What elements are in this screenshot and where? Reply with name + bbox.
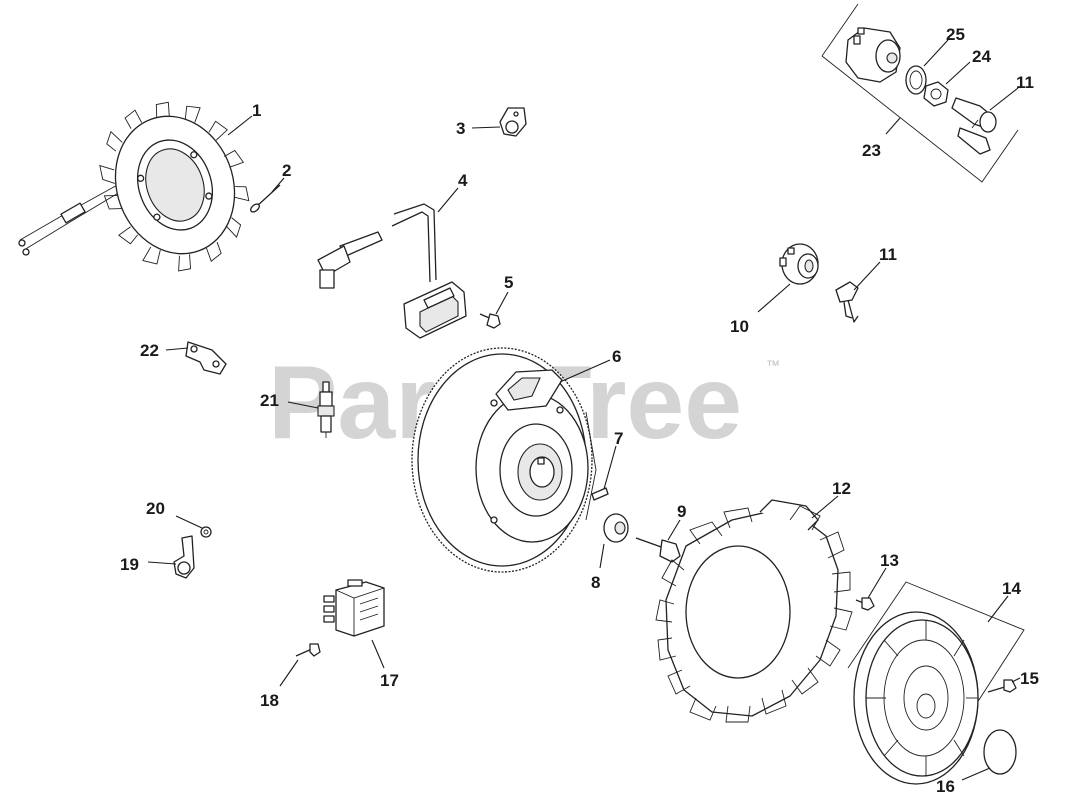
flywheel-part[interactable] <box>411 347 597 573</box>
bolt-9-part[interactable] <box>635 537 681 563</box>
bracket-22-part[interactable] <box>185 341 227 375</box>
callout-16: 16 <box>936 777 955 796</box>
callout-1: 1 <box>252 101 261 120</box>
rectifier-17-part[interactable] <box>323 579 385 637</box>
callout-24: 24 <box>972 47 991 66</box>
key-switch-10-part[interactable] <box>779 243 819 285</box>
key-7-part[interactable] <box>591 487 609 501</box>
callout-3: 3 <box>456 119 465 138</box>
fan-12-part[interactable] <box>655 499 853 723</box>
callout-5: 5 <box>504 273 513 292</box>
callout-9: 9 <box>677 502 686 521</box>
nut-20-part[interactable] <box>200 526 212 538</box>
clip-3-part[interactable] <box>499 107 527 137</box>
callout-19: 19 <box>120 555 139 574</box>
screw-13-part[interactable] <box>855 597 875 611</box>
screw-18-part[interactable] <box>295 643 321 657</box>
callout-14: 14 <box>1002 579 1021 598</box>
callout-11-lower: 11 <box>879 245 897 264</box>
clamp-19-part[interactable] <box>173 535 195 579</box>
callout-12: 12 <box>832 479 851 498</box>
callout-15: 15 <box>1020 669 1039 688</box>
washer-25-part[interactable] <box>905 65 927 95</box>
callout-20: 20 <box>146 499 165 518</box>
callout-2: 2 <box>282 161 291 180</box>
washer-8-part[interactable] <box>603 513 629 543</box>
callout-4: 4 <box>458 171 468 190</box>
callout-25: 25 <box>946 25 965 44</box>
screw-2-part[interactable] <box>249 184 281 214</box>
callout-7: 7 <box>614 429 623 448</box>
callout-21: 21 <box>260 391 279 410</box>
stator-part[interactable] <box>18 81 271 287</box>
callout-10: 10 <box>730 317 749 336</box>
callout-23: 23 <box>862 141 881 160</box>
callout-17: 17 <box>380 671 399 690</box>
callout-6: 6 <box>612 347 621 366</box>
key-11-upper-part[interactable] <box>951 97 997 155</box>
screw-5-part[interactable] <box>479 313 501 329</box>
key-switch-kit-23-part[interactable] <box>821 3 1019 183</box>
callout-18: 18 <box>260 691 279 710</box>
callout-22: 22 <box>140 341 159 360</box>
callout-11-upper: 11 <box>1016 73 1034 92</box>
callout-8: 8 <box>591 573 600 592</box>
key-11-lower-part[interactable] <box>835 281 859 323</box>
decal-16-part[interactable] <box>983 729 1017 775</box>
spark-plug-21-part[interactable] <box>317 381 335 438</box>
callout-13: 13 <box>880 551 899 570</box>
ignition-module-part[interactable] <box>317 203 467 339</box>
screw-15-part[interactable] <box>987 679 1017 693</box>
screen-14-part[interactable] <box>847 581 1025 785</box>
nut-24-part[interactable] <box>923 81 949 107</box>
watermark-trademark: ™ <box>766 357 780 373</box>
